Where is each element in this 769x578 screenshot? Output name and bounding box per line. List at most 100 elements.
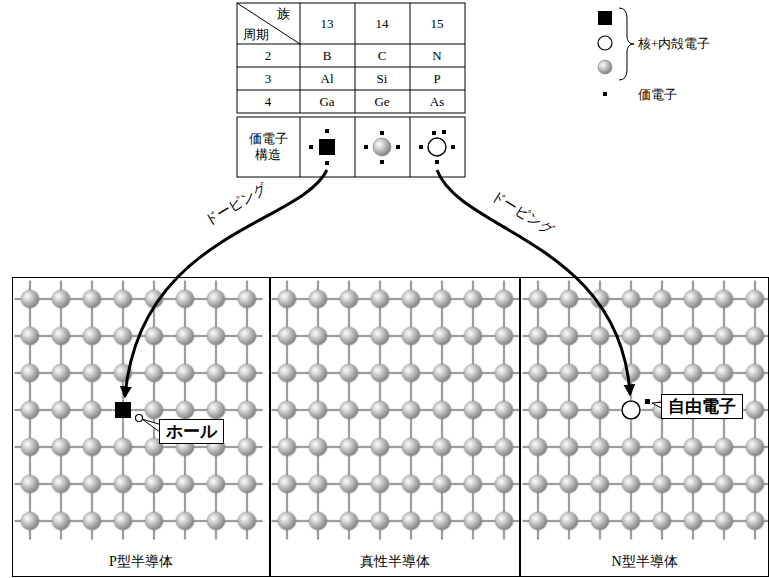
legend-entry: 価電子: [638, 83, 677, 107]
hole: [136, 415, 143, 422]
element-symbol-cell: P: [377, 59, 497, 99]
semiconductor-panel: ホール P型半導体: [12, 277, 270, 577]
period-number: 4: [265, 94, 272, 110]
element-symbol-cell: Al: [267, 59, 387, 99]
donor-atom: [622, 401, 640, 419]
core-grey: [373, 138, 391, 156]
element-symbol: Al: [321, 71, 334, 87]
element-symbol-cell: As: [377, 82, 497, 122]
legend-samples: [598, 8, 634, 96]
doping-arrow: [125, 170, 327, 396]
valence-electron: [451, 145, 455, 149]
group-number-cell: 14: [322, 4, 442, 44]
group-number: 15: [431, 16, 444, 32]
table-rule: [410, 3, 411, 113]
core-square: [319, 139, 335, 155]
valence-electron: [325, 161, 329, 165]
valence-electron: [432, 131, 436, 135]
semiconductor-panel: 真性半導体: [270, 277, 520, 577]
group-number-cell: 15: [377, 4, 497, 44]
table-header: 価電子 構造: [247, 131, 289, 162]
legend-swatch: [598, 36, 612, 50]
lattice: [15, 281, 263, 540]
table-rule: [237, 67, 465, 68]
table-rule: [300, 117, 301, 177]
element-symbol-cell: Ga: [267, 82, 387, 122]
doping-arrow: [125, 170, 630, 396]
lattice: [272, 281, 520, 540]
panel-caption: N型半導体: [521, 553, 768, 571]
table-rule: [410, 117, 411, 177]
dopant-backing: [621, 400, 642, 421]
table-border: [237, 3, 465, 113]
table-rule: [355, 3, 356, 113]
doping-label-cell: ドーピング: [461, 164, 584, 262]
table-header-cell: 周期: [196, 15, 316, 55]
legend-swatch: [598, 11, 612, 25]
panel-caption: 真性半導体: [271, 553, 519, 571]
valence-electron: [419, 145, 423, 149]
doping-label-cell: ドーピング: [174, 157, 297, 253]
table-rule: [237, 44, 465, 45]
lattice: [272, 281, 520, 540]
acceptor-atom: [115, 402, 131, 418]
table-rule: [300, 3, 301, 113]
valence-electron: [325, 129, 329, 133]
element-symbol: B: [323, 48, 332, 64]
period-number-cell: 4: [208, 82, 328, 122]
element-symbol: Si: [377, 71, 388, 87]
element-symbol: P: [433, 71, 440, 87]
table-rule: [355, 117, 356, 177]
period-number-cell: 3: [208, 59, 328, 99]
free-electron: [645, 399, 650, 404]
element-symbol: Ga: [319, 94, 334, 110]
legend-swatch: [603, 92, 607, 96]
valence-electron: [364, 145, 368, 149]
period-number: 2: [265, 48, 272, 64]
valence-electron: [380, 131, 384, 135]
table-header: 族: [277, 6, 290, 22]
legend-entry: 核+内殻電子: [638, 32, 710, 56]
table-rule: [237, 90, 465, 91]
element-symbol: N: [432, 48, 441, 64]
element-symbol-cell: Si: [322, 59, 442, 99]
panel-caption: P型半導体: [13, 553, 269, 571]
callout-box: ホール: [159, 419, 224, 444]
legend-bracket: [619, 8, 634, 80]
semiconductor-panel: 自由電子 N型半導体: [520, 277, 769, 577]
callout-box: 自由電子: [661, 394, 743, 419]
table-border: [237, 117, 465, 177]
callout-text: ホール: [166, 421, 217, 442]
element-symbol-cell: C: [322, 36, 442, 76]
lattice: [523, 281, 769, 540]
periodic-table: [237, 3, 465, 177]
element-symbol-cell: N: [377, 36, 497, 76]
doping-label: ドーピング: [202, 180, 271, 230]
valence-electron: [396, 145, 400, 149]
period-number: 3: [265, 71, 272, 87]
element-symbol: C: [378, 48, 387, 64]
lattice: [523, 281, 769, 540]
element-symbol-cell: Ge: [322, 82, 442, 122]
valence-structure: [309, 129, 455, 165]
element-symbol-cell: B: [267, 36, 387, 76]
valence-electron: [380, 160, 384, 164]
doping-arrow: [437, 170, 630, 394]
valence-electron: [442, 130, 446, 134]
doping-label: ドーピング: [488, 187, 556, 238]
valence-electron: [309, 145, 313, 149]
valence-electron: [435, 160, 439, 164]
element-symbol: Ge: [374, 94, 389, 110]
table-header: 周期: [243, 27, 269, 43]
table-header-cell: 価電子 構造: [208, 127, 328, 167]
callout-text: 自由電子: [668, 396, 736, 417]
dopant-backing: [113, 400, 134, 421]
legend-text: 価電子: [638, 86, 677, 104]
core-white: [428, 138, 446, 156]
group-number: 14: [376, 16, 389, 32]
element-symbol: As: [430, 94, 444, 110]
